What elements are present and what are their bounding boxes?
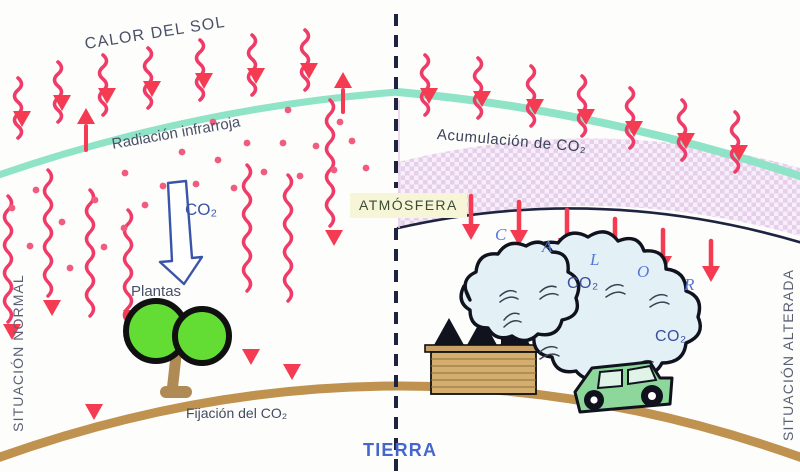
cloud-co2-label-1: CO₂ [567,275,599,292]
car-illustration [573,360,674,414]
heat-letter-2: A [542,237,553,256]
heat-letter-4: O [637,262,650,281]
cloud-co2-label-2: CO₂ [655,328,687,345]
heat-letter-3: L [590,250,600,269]
atmosphere-label: ATMÓSFERA [350,193,467,218]
earth-surface [0,381,800,462]
co2-arrow-label: CO₂ [185,200,218,219]
earth-label: TIERRA [363,440,438,460]
plants-label: Plantas [131,283,182,300]
heat-letter-5: R [684,275,695,294]
co2-fixation-arrow [158,179,204,286]
sun-rays-left [12,28,318,140]
smoke-clouds [459,230,702,382]
infrared-rays-left [2,72,352,420]
situation-altered-label: SITUACIÓN ALTERADA [780,268,796,441]
situation-normal-label: SITUACIÓN NORMAL [10,274,26,432]
co2-fixation-label: Fijación del CO₂ [186,405,288,421]
heat-letter-1: C [495,225,507,244]
tree-illustration [123,298,232,398]
co2-particles-left [8,106,370,272]
